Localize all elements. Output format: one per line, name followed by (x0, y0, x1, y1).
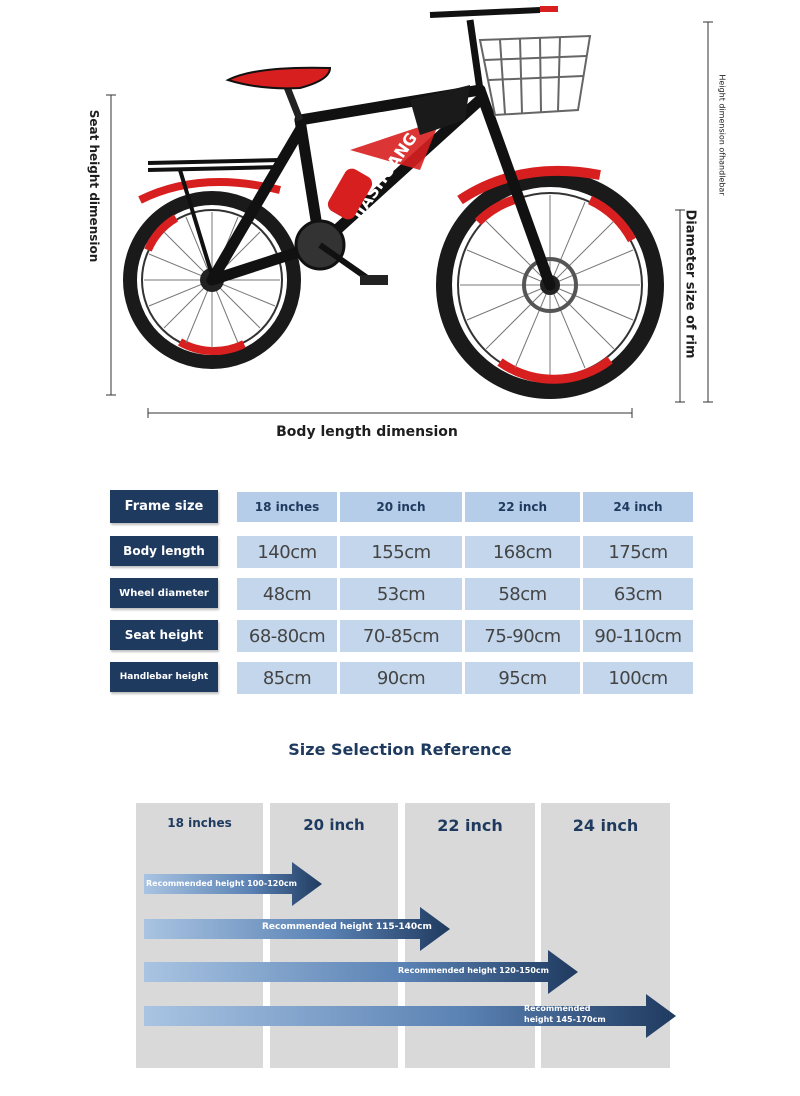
body-length-20: 155cm (340, 536, 462, 568)
arrow-18 (144, 862, 322, 906)
frame (206, 84, 556, 291)
row-header-wheel-diameter: Wheel diameter (110, 578, 218, 608)
handlebar-height-20: 90cm (340, 662, 462, 694)
row-header-frame-size: Frame size (110, 490, 218, 523)
column-header-20: 20 inch (340, 492, 462, 522)
saddle (225, 66, 332, 90)
size-selection-title: Size Selection Reference (288, 740, 512, 759)
rear-rack (147, 158, 281, 276)
bike-illustration: JIASHUANG (106, 6, 713, 418)
body-length-18: 140cm (237, 536, 337, 568)
body-length-dimension-line (147, 408, 633, 418)
column-header-18: 18 inches (237, 492, 337, 522)
front-wheel (436, 171, 664, 399)
wheel-diameter-22: 58cm (465, 578, 580, 610)
recommended-height-label-24-line2: height 145-170cm (524, 1015, 606, 1024)
recommended-height-label-22: Recommended height 120-150cm (398, 966, 549, 975)
handlebar-height-dimension-line (703, 21, 713, 403)
row-header-body-length: Body length (110, 536, 218, 566)
recommended-height-label-18: Recommended height 100-120cm (146, 879, 297, 888)
arrow-24 (144, 994, 676, 1038)
column-header-24: 24 inch (583, 492, 693, 522)
wheel-diameter-18: 48cm (237, 578, 337, 610)
basket (478, 34, 592, 117)
reference-column-label-18: 18 inches (167, 816, 232, 830)
front-fender (457, 165, 601, 205)
handlebar-height-24: 100cm (583, 662, 693, 694)
arrow-22 (144, 950, 578, 994)
seat-height-20: 70-85cm (340, 620, 462, 652)
handlebar-height-22: 95cm (465, 662, 580, 694)
frame-bag (410, 85, 470, 135)
wheel-diameter-24: 63cm (583, 578, 693, 610)
arrow-20 (144, 907, 450, 951)
rear-wheel (123, 191, 301, 369)
recommended-height-label-24-line1: Recommended (524, 1004, 591, 1013)
seat-height-24: 90-110cm (583, 620, 693, 652)
row-header-seat-height: Seat height (110, 620, 218, 650)
handlebar-height-18: 85cm (237, 662, 337, 694)
body-length-label: Body length dimension (276, 424, 458, 440)
seat-height-22: 75-90cm (465, 620, 580, 652)
row-header-handlebar-height: Handlebar height (110, 662, 218, 692)
body-length-22: 168cm (465, 536, 580, 568)
body-length-24: 175cm (583, 536, 693, 568)
reference-column-label-20: 20 inch (303, 816, 365, 834)
recommended-height-label-20: Recommended height 115-140cm (262, 922, 432, 932)
wheel-diameter-20: 53cm (340, 578, 462, 610)
column-header-22: 22 inch (465, 492, 580, 522)
rim-diameter-dimension-line (675, 209, 685, 403)
water-bottle (327, 168, 373, 220)
reference-column-label-24: 24 inch (572, 816, 639, 835)
reference-column-label-22: 22 inch (437, 816, 503, 835)
seat-height-18: 68-80cm (237, 620, 337, 652)
seat-height-dimension-line (106, 94, 116, 396)
